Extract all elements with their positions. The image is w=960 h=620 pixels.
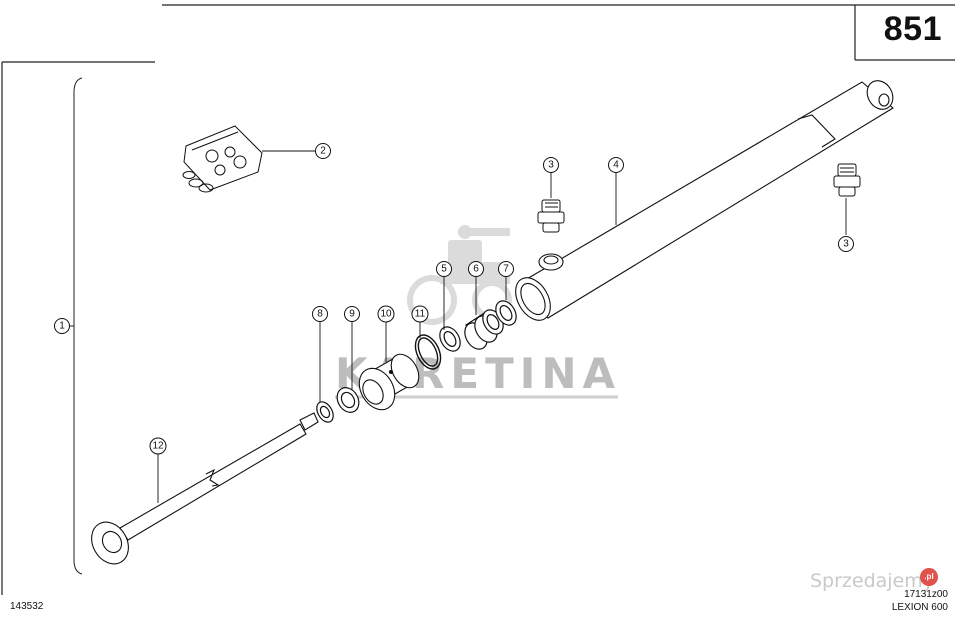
gland-10 bbox=[358, 353, 420, 411]
svg-text:9: 9 bbox=[349, 309, 355, 320]
callout-7: 7 bbox=[498, 261, 514, 277]
model-reference: 17131z00 bbox=[904, 589, 948, 600]
callout-12: 12 bbox=[149, 437, 167, 455]
cylinder-barrel bbox=[515, 80, 894, 321]
callout-11: 11 bbox=[411, 305, 429, 323]
watermark-tractor-logo bbox=[407, 225, 512, 325]
model-name: LEXION 600 bbox=[891, 602, 948, 613]
ring-5 bbox=[439, 326, 461, 352]
svg-text:2: 2 bbox=[320, 146, 326, 157]
svg-text:7: 7 bbox=[503, 264, 509, 275]
site-watermark: Sprzedajemy bbox=[809, 570, 934, 592]
svg-text:3: 3 bbox=[548, 160, 554, 171]
svg-text:12: 12 bbox=[152, 441, 164, 452]
site-watermark-badge: .pl bbox=[920, 568, 938, 586]
callout-4: 4 bbox=[608, 157, 624, 173]
svg-text:3: 3 bbox=[843, 239, 849, 250]
svg-text:11: 11 bbox=[415, 309, 426, 320]
footer-model: 17131z00 LEXION 600 bbox=[892, 588, 948, 614]
svg-text:5: 5 bbox=[441, 264, 447, 275]
fitting-left bbox=[537, 199, 565, 233]
leader-lines bbox=[157, 150, 847, 503]
callout-3-left: 3 bbox=[543, 157, 559, 173]
page-number: 851 bbox=[883, 10, 942, 48]
nut-8 bbox=[316, 401, 334, 423]
callout-9: 9 bbox=[344, 306, 360, 322]
frame bbox=[1, 4, 955, 595]
svg-text:8: 8 bbox=[317, 309, 323, 320]
callout-6: 6 bbox=[468, 261, 484, 277]
svg-text:1: 1 bbox=[59, 321, 65, 332]
svg-text:10: 10 bbox=[380, 309, 392, 320]
drawing-number: 143532 bbox=[10, 601, 44, 612]
callout-1: 1 bbox=[54, 318, 70, 334]
seal-kit-bag bbox=[182, 125, 263, 193]
svg-text:6: 6 bbox=[473, 264, 479, 275]
callout-5: 5 bbox=[436, 261, 452, 277]
fitting-right bbox=[833, 163, 861, 197]
washer-9 bbox=[336, 387, 360, 413]
callout-2: 2 bbox=[315, 143, 331, 159]
assembly-bracket bbox=[73, 77, 83, 575]
svg-text:4: 4 bbox=[613, 160, 619, 171]
piston-rod-12 bbox=[91, 412, 319, 565]
callout-8: 8 bbox=[312, 306, 328, 322]
callout-10: 10 bbox=[377, 305, 395, 323]
callout-3-right: 3 bbox=[838, 236, 854, 252]
ring-7 bbox=[495, 300, 517, 326]
